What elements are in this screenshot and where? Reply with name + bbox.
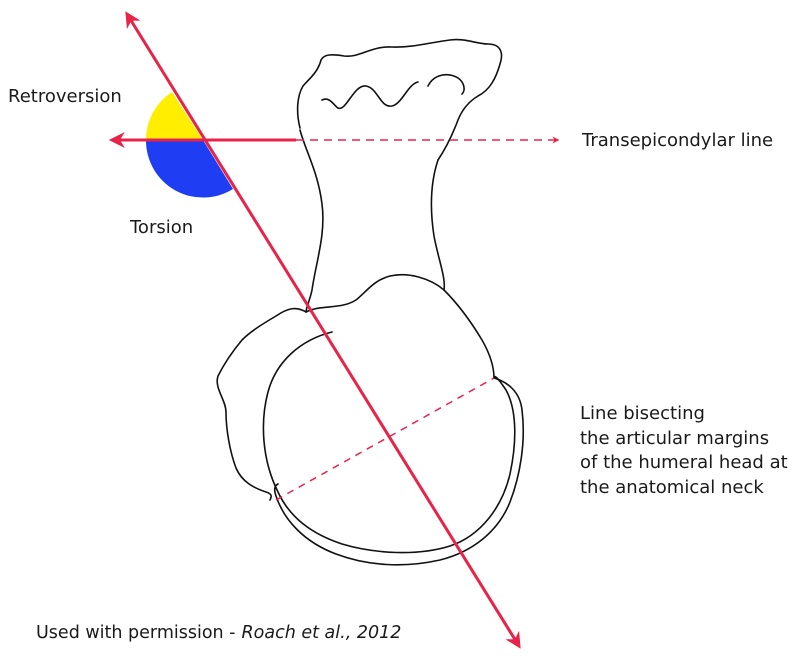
bisecting-line-label: Line bisecting the articular margins of … bbox=[580, 402, 788, 500]
greater-tuberosity-outline bbox=[217, 309, 306, 500]
trochlea-contour bbox=[322, 82, 418, 108]
humeral-shaft-left bbox=[300, 130, 323, 312]
capitulum-contour bbox=[428, 75, 464, 94]
retroversion-angle-wedge bbox=[146, 92, 203, 140]
transepicondylar-line-label: Transepicondylar line bbox=[582, 130, 773, 152]
humeral-head-rim bbox=[275, 378, 524, 565]
retroversion-label: Retroversion bbox=[8, 86, 122, 108]
humeral-head-axis bbox=[127, 14, 519, 646]
credit-citation: Roach et al., 2012 bbox=[242, 623, 402, 643]
humerus-outline bbox=[217, 40, 523, 565]
bisecting-line-label-3: of the humeral head at bbox=[580, 451, 788, 476]
humeral-shaft-right bbox=[431, 160, 444, 290]
bisecting-line-label-1: Line bisecting bbox=[580, 402, 788, 427]
humeral-head-outline bbox=[263, 332, 514, 553]
bisecting-line-label-4: the anatomical neck bbox=[580, 476, 788, 501]
credit-text: Used with permission - bbox=[36, 623, 236, 643]
torsion-angle-wedge bbox=[146, 140, 233, 198]
bisecting-line-label-2: the articular margins bbox=[580, 427, 788, 452]
source-credit: Used with permission - Roach et al., 2012 bbox=[36, 622, 401, 644]
articular-margin-bisector bbox=[276, 378, 494, 500]
torsion-label: Torsion bbox=[130, 217, 193, 239]
lesser-tuberosity-outline bbox=[306, 275, 494, 378]
